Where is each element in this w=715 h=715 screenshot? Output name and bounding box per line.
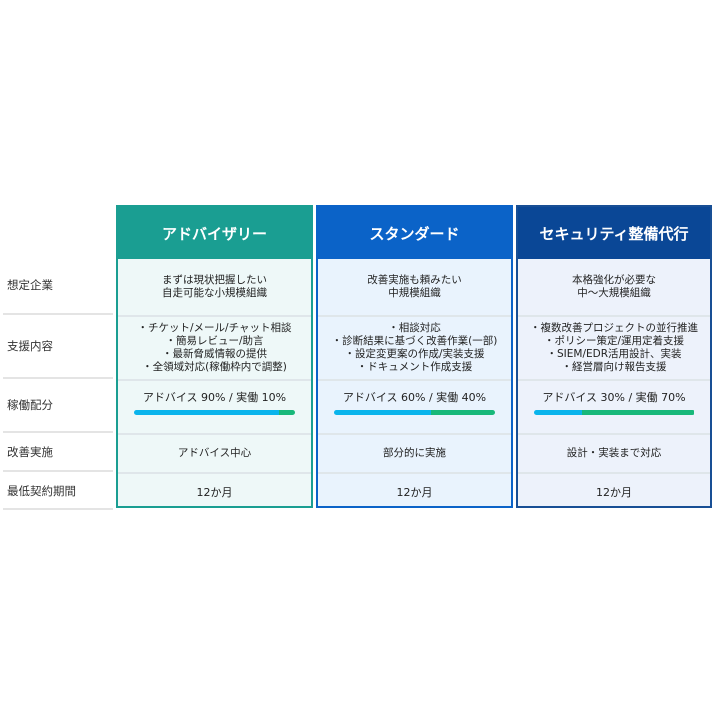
text-line: 中～大規模組織 xyxy=(577,287,651,299)
cell-divider xyxy=(518,315,710,317)
text-line: ・チケット/メール/チャット相談 xyxy=(137,322,292,334)
plan-target: 本格強化が必要な中～大規模組織 xyxy=(518,259,710,315)
plan-card-advisory: アドバイザリー まずは現状把握したい自走可能な小規模組織 ・チケット/メール/チ… xyxy=(116,205,313,508)
row-label-target: 想定企業 xyxy=(7,278,53,292)
text-line: 改善実施も頼みたい xyxy=(367,274,462,286)
plan-allocation: アドバイス 60% / 実働 40% xyxy=(318,381,511,433)
plan-min-term: 12か月 xyxy=(596,485,632,499)
plan-title: スタンダード xyxy=(318,207,511,259)
text-line: ・ポリシー策定/運用定着支援 xyxy=(543,335,685,347)
cell-divider xyxy=(318,315,511,317)
text-line: 本格強化が必要な xyxy=(572,274,656,286)
allocation-bar-advice xyxy=(134,410,279,415)
plan-title: アドバイザリー xyxy=(118,207,311,259)
plan-body: 改善実施も頼みたい中規模組織 ・相談対応・診断結果に基づく改善作業(一部)・設定… xyxy=(318,259,511,506)
plan-support: ・相談対応・診断結果に基づく改善作業(一部)・設定変更案の作成/実装支援・ドキュ… xyxy=(318,317,511,379)
allocation-bar xyxy=(134,410,295,415)
allocation-bar xyxy=(334,410,495,415)
text-line: まずは現状把握したい xyxy=(162,274,267,286)
text-line: ・経営層向け報告支援 xyxy=(561,361,667,373)
allocation-bar-work xyxy=(278,410,295,415)
plan-improvement: 部分的に実施 xyxy=(383,447,446,459)
text-line: ・簡易レビュー/助言 xyxy=(165,335,264,347)
row-label-allocation: 稼働配分 xyxy=(7,398,53,412)
plan-target: まずは現状把握したい自走可能な小規模組織 xyxy=(118,259,311,315)
text-line: ・最新脅威情報の提供 xyxy=(162,348,267,360)
row-divider xyxy=(3,313,113,315)
plan-title: セキュリティ整備代行 xyxy=(518,207,710,259)
plan-allocation: アドバイス 90% / 実働 10% xyxy=(118,381,311,433)
text-line: ・設定変更案の作成/実装支援 xyxy=(344,348,485,360)
text-line: ・ドキュメント作成支援 xyxy=(356,361,473,373)
allocation-bar-work xyxy=(430,410,495,415)
plan-support: ・複数改善プロジェクトの並行推進・ポリシー策定/運用定着支援・SIEM/EDR活… xyxy=(518,317,710,379)
row-divider xyxy=(3,431,113,433)
row-label-support: 支援内容 xyxy=(7,339,53,353)
cell-divider xyxy=(118,379,311,381)
text-line: ・診断結果に基づく改善作業(一部) xyxy=(331,335,498,347)
plan-improvement: アドバイス中心 xyxy=(177,447,252,459)
cell-divider xyxy=(518,379,710,381)
text-line: 自走可能な小規模組織 xyxy=(162,287,267,299)
cell-divider xyxy=(318,379,511,381)
row-divider xyxy=(3,508,113,510)
allocation-text: アドバイス 90% / 実働 10% xyxy=(142,391,287,404)
text-line: ・相談対応 xyxy=(388,322,441,334)
row-divider xyxy=(3,470,113,472)
text-line: ・全領域対応(稼働枠内で調整) xyxy=(142,361,287,373)
cell-divider xyxy=(318,433,511,435)
allocation-bar-advice xyxy=(533,410,582,415)
allocation-bar-advice xyxy=(334,410,431,415)
row-divider xyxy=(3,377,113,379)
plan-min-term: 12か月 xyxy=(196,485,233,499)
plan-body: まずは現状把握したい自走可能な小規模組織 ・チケット/メール/チャット相談・簡易… xyxy=(118,259,311,506)
text-line: 中規模組織 xyxy=(388,287,441,299)
plan-support: ・チケット/メール/チャット相談・簡易レビュー/助言・最新脅威情報の提供・全領域… xyxy=(118,317,311,379)
row-label-min-term: 最低契約期間 xyxy=(7,483,76,498)
cell-divider xyxy=(518,433,710,435)
allocation-text: アドバイス 60% / 実働 40% xyxy=(342,391,487,404)
cell-divider xyxy=(118,315,311,317)
allocation-bar xyxy=(533,410,695,415)
plan-card-security: セキュリティ整備代行 本格強化が必要な中～大規模組織 ・複数改善プロジェクトの並… xyxy=(516,205,712,508)
plan-allocation: アドバイス 30% / 実働 70% xyxy=(518,381,710,433)
cell-divider xyxy=(118,472,311,474)
plan-target: 改善実施も頼みたい中規模組織 xyxy=(318,259,511,315)
allocation-text: アドバイス 30% / 実働 70% xyxy=(542,391,686,404)
row-label-improvement: 改善実施 xyxy=(7,444,53,459)
plan-improvement: 設計・実装まで対応 xyxy=(566,447,662,459)
cell-divider xyxy=(518,472,710,474)
cell-divider xyxy=(118,433,311,435)
text-line: ・SIEM/EDR活用設計、実装 xyxy=(546,348,682,360)
allocation-bar-work xyxy=(581,410,695,415)
plan-min-term: 12か月 xyxy=(396,485,433,499)
plan-body: 本格強化が必要な中～大規模組織 ・複数改善プロジェクトの並行推進・ポリシー策定/… xyxy=(518,259,710,506)
text-line: ・複数改善プロジェクトの並行推進 xyxy=(530,322,698,334)
plan-card-standard: スタンダード 改善実施も頼みたい中規模組織 ・相談対応・診断結果に基づく改善作業… xyxy=(316,205,513,508)
cell-divider xyxy=(318,472,511,474)
